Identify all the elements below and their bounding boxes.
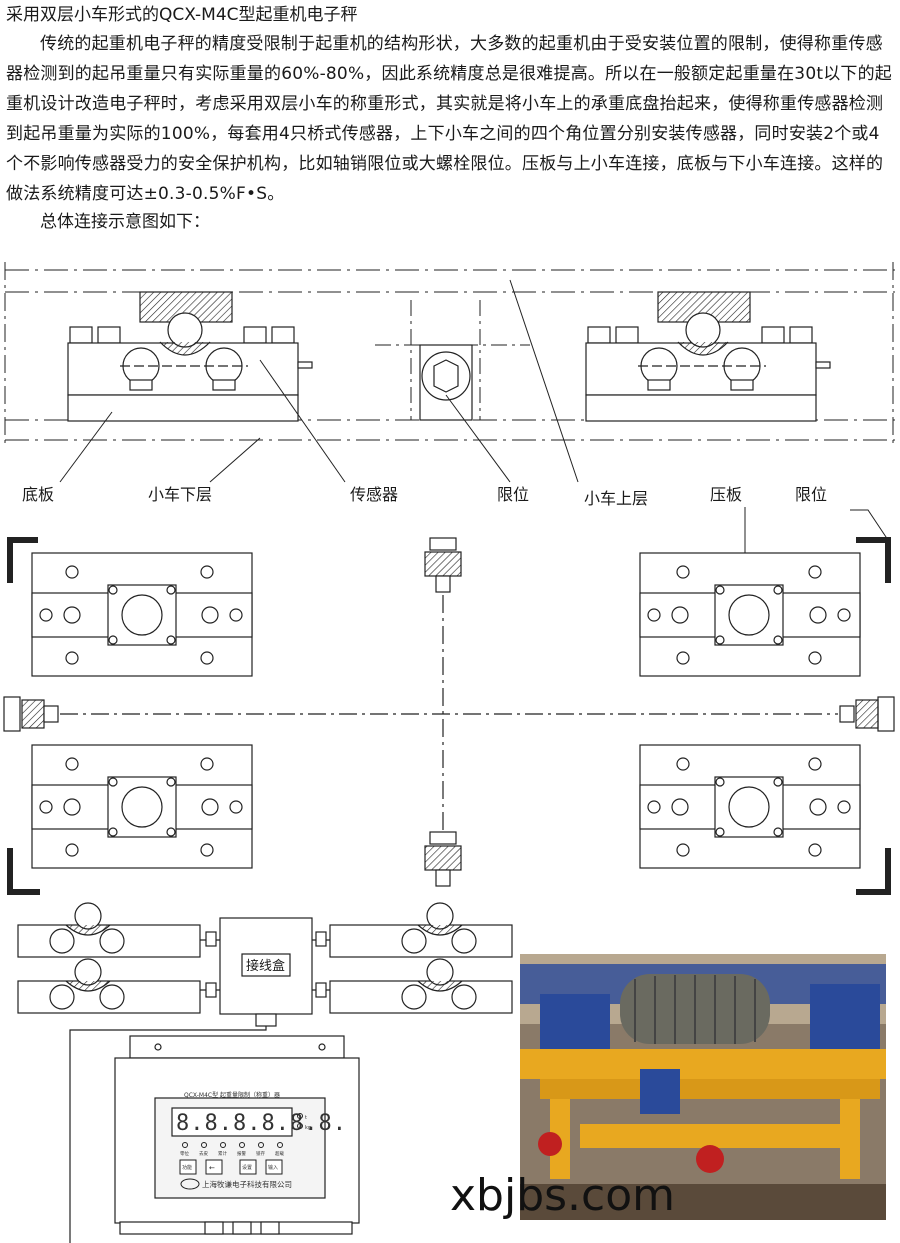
indicator-label-4: 报警	[237, 1150, 246, 1157]
load-cell-2	[17, 958, 201, 1014]
key-function[interactable]: 功能	[182, 1164, 192, 1171]
diagram-intro: 总体连接示意图如下：	[40, 212, 210, 232]
trolley-photo	[520, 954, 886, 1220]
load-cell-1	[17, 902, 201, 958]
label-upper-trolley: 小车上层	[584, 489, 648, 508]
label-limit-right: 限位	[795, 485, 827, 504]
watermark: xbjbs.com	[450, 1170, 676, 1221]
leader-lines	[59, 279, 579, 483]
company-name: 上海牧谦电子科技有限公司	[202, 1179, 292, 1189]
top-view	[3, 537, 895, 895]
company-logo	[180, 1178, 200, 1190]
description-paragraph: 传统的起重机电子秤的精度受限制于起重机的结构形状，大多数的起重机由于受安装位置的…	[6, 34, 892, 204]
limit-bolt-top	[3, 537, 895, 887]
sensor-top-left-lower	[31, 744, 253, 869]
label-base-plate: 底板	[22, 485, 54, 504]
instrument-display: 8.8.8.8.8.8.	[176, 1111, 347, 1136]
label-limit-left: 限位	[497, 485, 529, 504]
label-press-plate: 压板	[710, 485, 742, 504]
indicator-lights	[182, 1142, 283, 1148]
indicator-label-1: 零位	[180, 1150, 189, 1157]
indicator-label-5: 锁存	[256, 1150, 265, 1157]
right-sensor-side	[585, 291, 831, 422]
indicator-label-2: 去皮	[199, 1150, 208, 1157]
connection-diagram: 底板 小车下层 传感器 限位 小车上层 压板 限位	[3, 262, 895, 1243]
load-cell-3	[329, 902, 513, 958]
key-set[interactable]: 设置	[242, 1164, 252, 1171]
label-lower-trolley: 小车下层	[148, 485, 212, 504]
unit-t: t	[305, 1115, 307, 1121]
sensor-top-right-lower	[639, 744, 861, 869]
left-sensor-side	[67, 291, 313, 422]
instrument-keys[interactable]	[179, 1159, 283, 1175]
indicator-label-6: 超载	[275, 1150, 284, 1157]
junction-box-label: 接线盒	[246, 958, 285, 974]
indicator-label-3: 累计	[218, 1150, 227, 1157]
unit-kg: kg	[305, 1125, 311, 1131]
sensor-top-right-upper	[639, 552, 861, 677]
document-title: 采用双层小车形式的QCX-M4C型起重机电子秤	[6, 5, 358, 25]
limit-bolt-side	[419, 344, 473, 421]
weighing-instrument	[114, 1035, 360, 1235]
load-cell-4	[329, 958, 513, 1014]
sensor-top-left-upper	[31, 552, 253, 677]
key-enter[interactable]: 输入	[268, 1164, 278, 1171]
label-sensor: 传感器	[350, 485, 398, 504]
instrument-model: QCX-M4C型 起重量限制（称重）器	[184, 1091, 280, 1099]
key-left[interactable]: ←	[209, 1164, 215, 1172]
wiring-section	[17, 902, 513, 1243]
